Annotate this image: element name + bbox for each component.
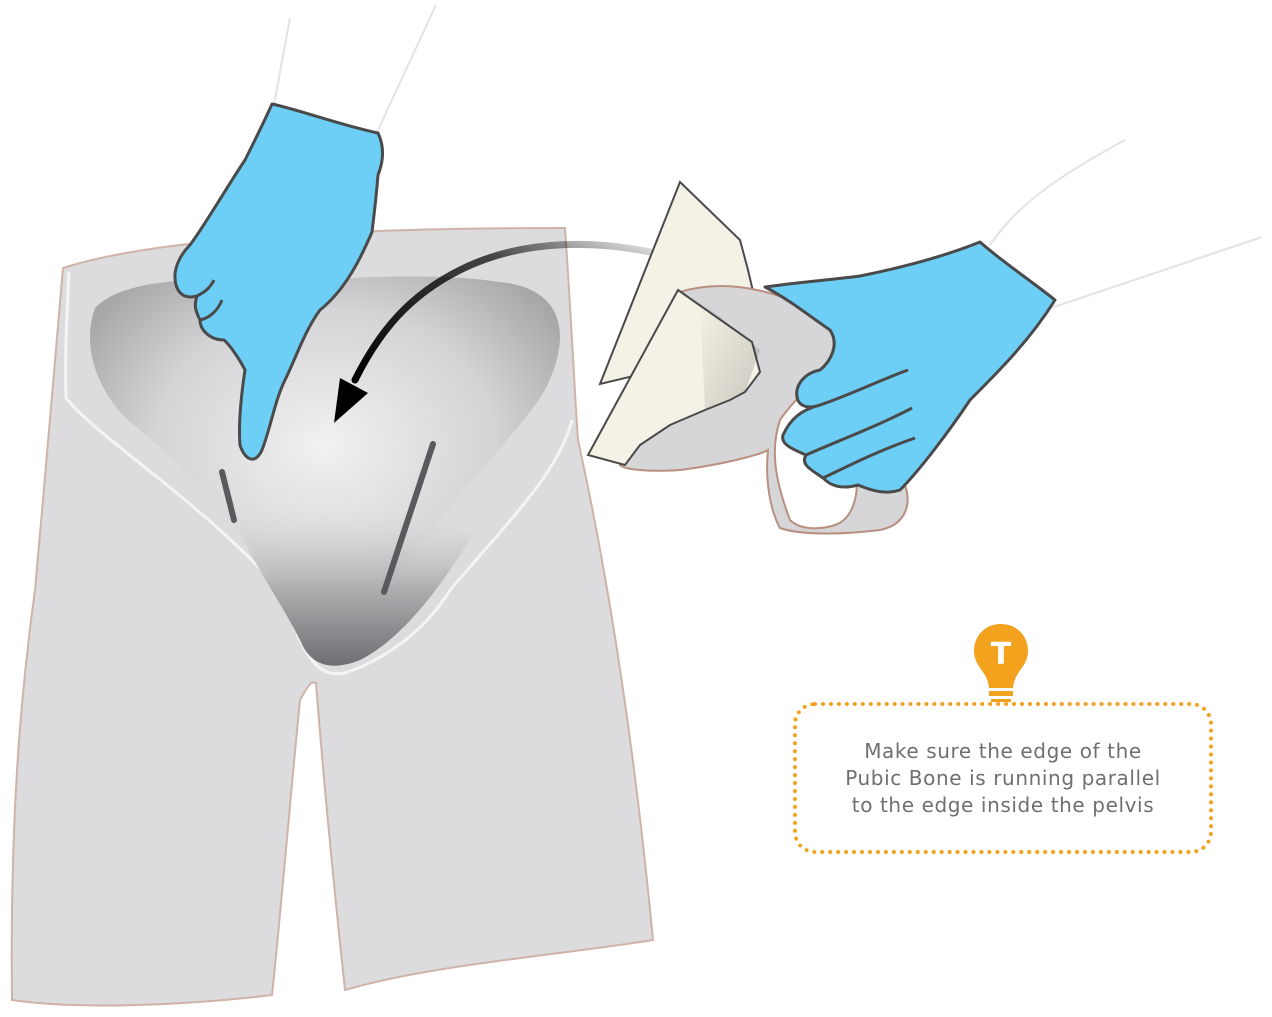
- pelvis-body-silhouette: [12, 228, 653, 1005]
- tip-callout-box: Make sure the edge of the Pubic Bone is …: [793, 702, 1213, 854]
- lightbulb-tip-icon: T: [970, 622, 1032, 714]
- tip-text-line: Make sure the edge of the: [864, 738, 1142, 765]
- tip-icon-letter: T: [991, 637, 1012, 672]
- tip-text-line: to the edge inside the pelvis: [852, 792, 1155, 819]
- tip-text-line: Pubic Bone is running parallel: [845, 765, 1161, 792]
